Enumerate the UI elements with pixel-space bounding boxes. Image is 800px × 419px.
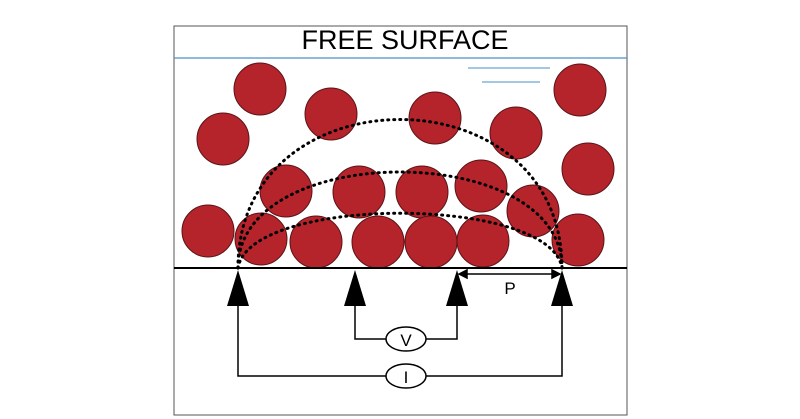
field-line-middle	[236, 170, 564, 270]
particle	[332, 165, 386, 219]
spacing-arrow	[457, 268, 562, 280]
potential-electrode-inner-left	[344, 270, 366, 306]
ammeter-label: I	[404, 368, 409, 387]
current-electrode-left	[227, 270, 249, 306]
spacing-label: P	[504, 279, 515, 298]
ammeter-symbol	[385, 363, 427, 389]
current-circuit	[237, 306, 563, 377]
particle	[561, 142, 615, 196]
current-electrode-right	[551, 270, 573, 306]
particle	[404, 215, 458, 269]
particle-group	[181, 62, 615, 269]
particle	[456, 214, 510, 268]
field-lines	[236, 118, 564, 270]
particle	[408, 91, 462, 145]
particle	[181, 204, 235, 258]
voltage-circuit	[354, 306, 458, 340]
voltmeter-symbol	[385, 326, 427, 352]
particle	[551, 213, 605, 267]
particle	[454, 159, 508, 213]
particle	[489, 106, 543, 160]
potential-electrode-inner-right	[446, 270, 468, 306]
particle	[233, 62, 287, 116]
particle	[553, 63, 607, 117]
particle	[304, 87, 358, 141]
particle	[196, 112, 250, 166]
free-surface-label: FREE SURFACE	[301, 25, 508, 55]
diagram-frame	[173, 25, 628, 416]
particle	[351, 215, 405, 269]
field-line-outer	[236, 118, 564, 270]
particle	[259, 164, 313, 218]
voltmeter-label: V	[400, 331, 412, 350]
field-line-inner	[236, 211, 564, 270]
